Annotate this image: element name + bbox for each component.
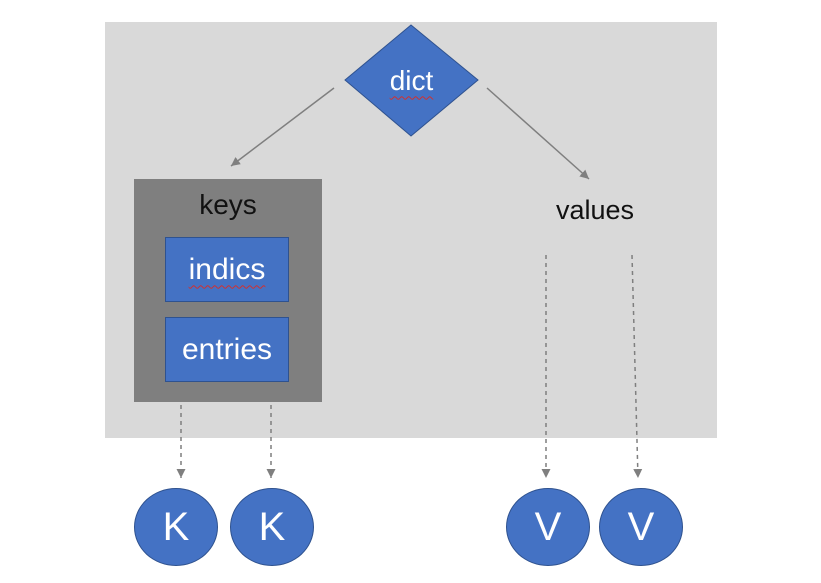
key-node-1: K (134, 488, 218, 566)
dict-diamond-shape (344, 24, 479, 137)
dict-label: dict (389, 64, 434, 96)
indics-box: indics (165, 237, 289, 302)
value-node-1: V (506, 488, 590, 566)
entries-box: entries (165, 317, 289, 382)
keys-label: keys (199, 189, 257, 220)
keys-container: keys indics entries (134, 179, 322, 402)
dashed-arrow-values-to-v2 (631, 254, 643, 479)
key-node-2: K (230, 488, 314, 566)
arrow-dict-to-values (486, 87, 590, 180)
values-label: values (555, 195, 635, 225)
value-node-2: V (599, 488, 683, 566)
arrow-dict-to-keys (230, 87, 335, 167)
dict-node: dict (344, 24, 479, 137)
